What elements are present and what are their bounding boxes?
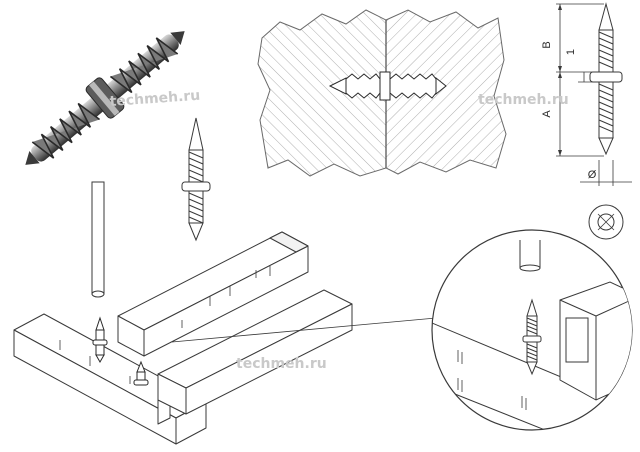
dowel-screw-drawing [181, 117, 211, 242]
watermark-1: techmeh.ru [109, 88, 201, 110]
dimension-label-a: A [541, 110, 553, 118]
beam-assembly [13, 231, 353, 445]
dimensioned-screw-drawing [556, 2, 632, 240]
dimension-label-1: 1 [565, 49, 577, 55]
dimension-label-diameter: Ø [588, 169, 597, 181]
detail-leader-line [171, 317, 437, 343]
watermark-2: techmeh.ru [478, 92, 569, 108]
beam-screws [92, 316, 149, 386]
beam-upper [117, 231, 309, 357]
drill-rod [91, 181, 105, 298]
section-screw [328, 71, 447, 101]
dowel-screw-rendering [25, 31, 185, 165]
cross-section-view [257, 9, 507, 177]
detail-screw [522, 298, 542, 376]
watermark-3: techmeh.ru [236, 356, 327, 372]
beam-middle [157, 289, 353, 415]
detail-view [431, 229, 633, 431]
dimension-label-b: B [541, 41, 553, 48]
